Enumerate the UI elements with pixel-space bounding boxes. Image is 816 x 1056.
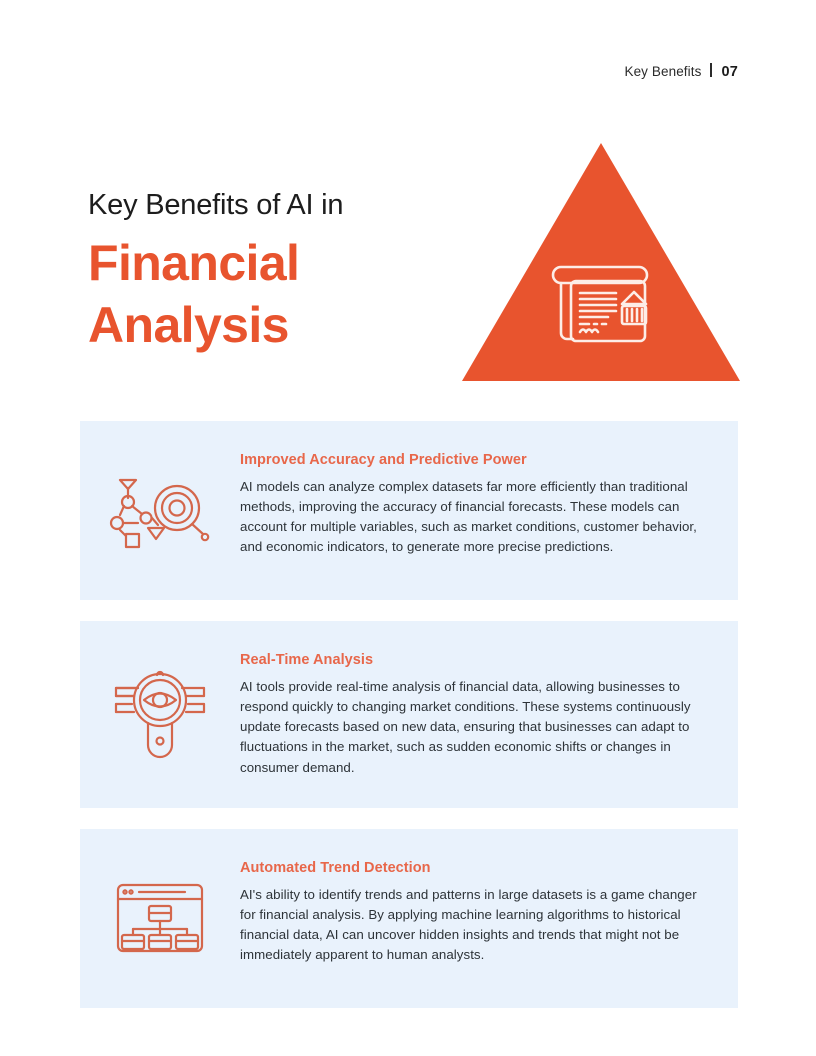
- title-line-accent-1: Financial: [88, 234, 300, 291]
- page-number: 07: [721, 64, 738, 80]
- header-section-label: Key Benefits: [624, 64, 702, 79]
- benefit-card[interactable]: Automated Trend Detection AI's ability t…: [80, 828, 738, 1008]
- card-text-container: Improved Accuracy and Predictive Power A…: [240, 421, 738, 588]
- card-icon-container: [80, 421, 240, 600]
- header-separator-icon: [710, 63, 713, 77]
- page-title: Key Benefits of AI in Financial Analysis: [88, 189, 418, 357]
- title-line-accent-2: Analysis: [88, 297, 289, 354]
- hero-graphic: [462, 143, 740, 381]
- card-heading: Real-Time Analysis: [240, 652, 374, 668]
- card-body-text: AI tools provide real-time analysis of f…: [240, 678, 691, 775]
- card-body-text: AI models can analyze complex datasets f…: [240, 478, 697, 555]
- card-heading: Improved Accuracy and Predictive Power: [240, 452, 527, 468]
- card-body-text: AI's ability to identify trends and patt…: [240, 886, 697, 963]
- title-line-primary: Key Benefits of AI in: [88, 189, 344, 221]
- eye-magnifier-icon: [114, 671, 206, 759]
- browser-hierarchy-chart-icon: [116, 884, 204, 953]
- card-text-container: Real-Time Analysis AI tools provide real…: [240, 621, 738, 808]
- card-icon-container: [80, 621, 240, 808]
- benefit-card-list: Improved Accuracy and Predictive Power A…: [80, 421, 738, 1008]
- benefit-card[interactable]: Real-Time Analysis AI tools provide real…: [80, 621, 738, 808]
- triangle-shape-icon: [462, 143, 740, 381]
- financial-news-document-icon: [551, 265, 649, 343]
- card-text-container: Automated Trend Detection AI's ability t…: [240, 829, 738, 996]
- card-heading: Automated Trend Detection: [240, 859, 431, 876]
- network-analysis-magnifier-icon: [109, 478, 210, 548]
- page-header: Key Benefits 07: [624, 62, 738, 80]
- card-icon-container: [80, 829, 240, 1008]
- benefit-card[interactable]: Improved Accuracy and Predictive Power A…: [80, 421, 738, 600]
